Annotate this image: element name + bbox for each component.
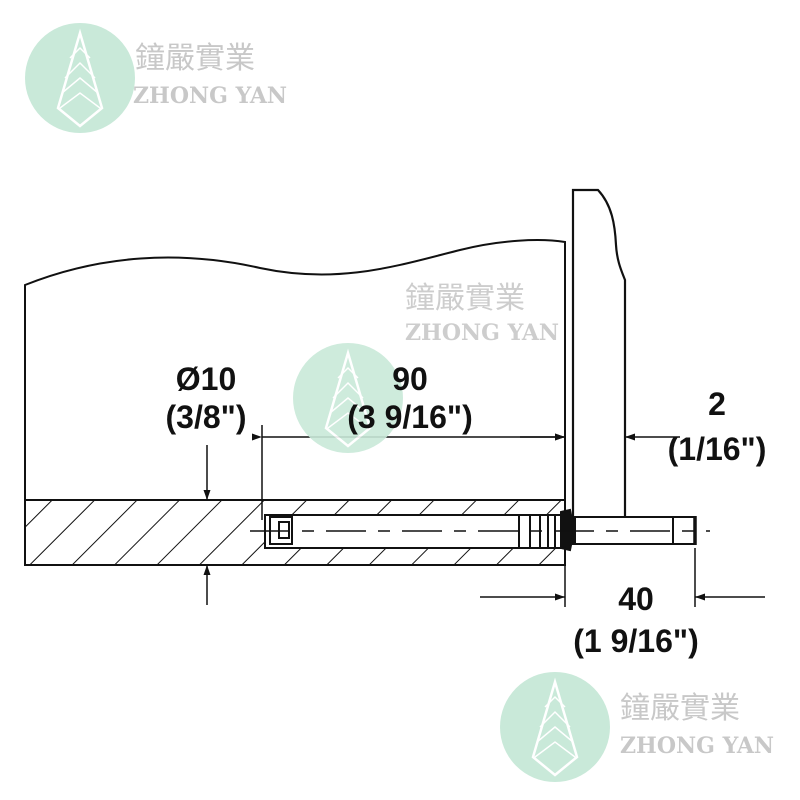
watermark-latin: ZHONG YAN bbox=[620, 733, 774, 759]
watermark-chinese: 鐘嚴實業 bbox=[620, 691, 740, 726]
hatched-section bbox=[24, 499, 566, 566]
watermark-top: 鐘嚴實業 ZHONG YAN bbox=[23, 21, 287, 135]
watermark-chinese: 鐘嚴實業 bbox=[135, 41, 255, 76]
watermark-chinese: 鐘嚴實業 bbox=[405, 281, 525, 316]
projection-value: 40 bbox=[618, 581, 654, 617]
gap-value: 2 bbox=[708, 386, 726, 422]
depth-imperial: (3 9/16") bbox=[347, 399, 472, 435]
cabinet-panel bbox=[24, 239, 566, 565]
watermark-middle: 鐘嚴實業 ZHONG YAN bbox=[291, 281, 559, 455]
door bbox=[571, 188, 627, 545]
gap-imperial: (1/16") bbox=[668, 431, 767, 467]
depth-value: 90 bbox=[392, 361, 428, 397]
watermark-latin: ZHONG YAN bbox=[133, 83, 287, 109]
diameter-imperial: (3/8") bbox=[166, 399, 247, 435]
watermark-bottom: 鐘嚴實業 ZHONG YAN bbox=[498, 670, 774, 784]
diameter-value: Ø10 bbox=[176, 361, 236, 397]
projection-imperial: (1 9/16") bbox=[573, 623, 698, 659]
watermark-latin: ZHONG YAN bbox=[405, 320, 559, 346]
